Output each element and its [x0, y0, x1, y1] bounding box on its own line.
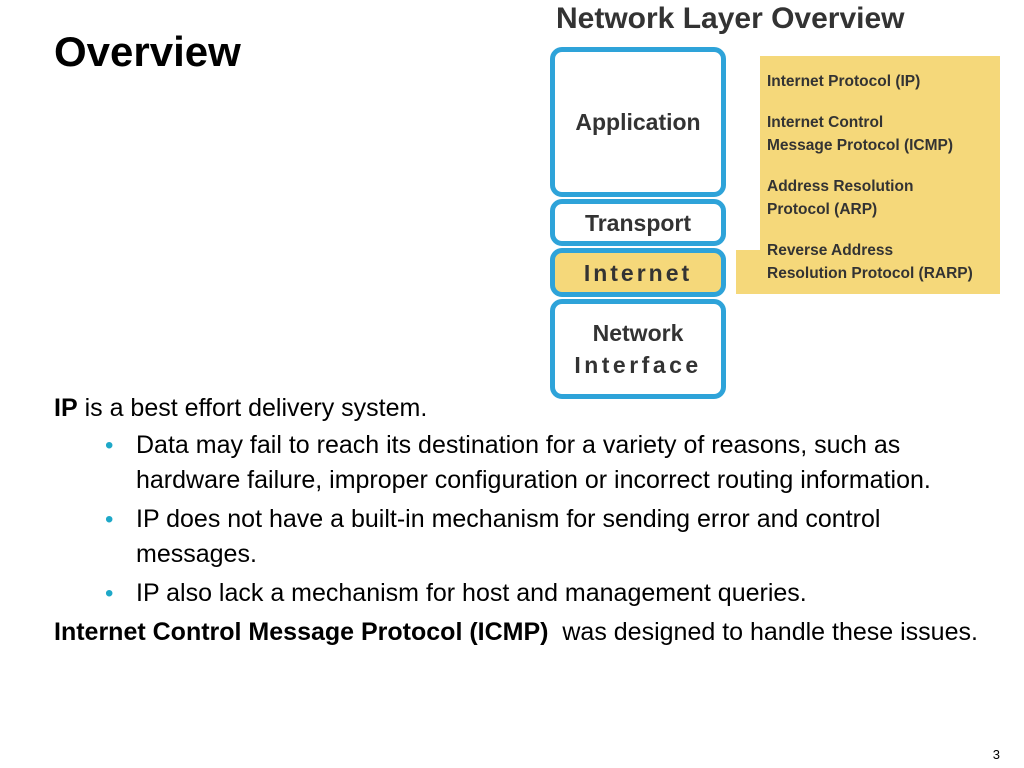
diagram-title: Network Layer Overview [556, 2, 905, 35]
protocol-item: Address Resolution Protocol (ARP) [767, 175, 999, 221]
protocol-panel-notch [736, 56, 760, 250]
bullet-text: IP does not have a built-in mechanism fo… [136, 505, 881, 568]
layer-network-interface: Network Interface [550, 299, 726, 399]
layer-label: Application [575, 109, 701, 135]
protocol-item: Reverse Address Resolution Protocol (RAR… [767, 239, 999, 285]
bullet-list: • Data may fail to reach its destination … [54, 428, 994, 611]
slide-body: IP is a best effort delivery system. • Da… [54, 391, 994, 650]
protocol-item: Internet Control Message Protocol (ICMP) [767, 111, 999, 157]
bullet-text: Data may fail to reach its destination f… [136, 431, 931, 494]
intro-paragraph: IP is a best effort delivery system. [54, 391, 994, 426]
bullet-item: • IP does not have a built-in mechanism f… [105, 502, 994, 572]
closing-text: was designed to handle these issues. [548, 618, 978, 646]
layer-internet: Internet [550, 248, 726, 297]
protocol-line: Message Protocol (ICMP) [767, 137, 954, 154]
bullet-icon: • [105, 506, 114, 533]
layer-label: Interface [574, 352, 702, 378]
bullet-icon: • [105, 580, 114, 607]
page-number: 3 [992, 747, 1000, 762]
closing-bold: Internet Control Message Protocol (ICMP) [54, 618, 549, 646]
layer-application: Application [550, 47, 726, 197]
protocol-list: Internet Protocol (IP) Internet Control … [767, 70, 999, 285]
protocol-line: Internet Protocol (IP) [767, 73, 921, 90]
protocol-line: Address Resolution [767, 178, 914, 195]
protocol-item: Internet Protocol (IP) [767, 70, 999, 93]
protocol-line: Reverse Address [767, 242, 894, 259]
intro-bold: IP [54, 394, 78, 422]
bullet-item: • IP also lack a mechanism for host and m… [105, 576, 994, 611]
layer-label: Internet [583, 259, 693, 286]
bullet-item: • Data may fail to reach its destination … [105, 428, 994, 498]
layer-label: Transport [584, 209, 692, 236]
layer-transport: Transport [550, 199, 726, 246]
slide-title: Overview [54, 28, 241, 75]
protocol-panel [736, 56, 1000, 294]
intro-text: is a best effort delivery system. [77, 394, 428, 422]
protocol-line: Resolution Protocol (RARP) [767, 265, 973, 282]
protocol-line: Internet Control [767, 114, 884, 131]
bullet-icon: • [105, 432, 114, 459]
bullet-text: IP also lack a mechanism for host and ma… [136, 579, 807, 607]
protocol-line: Protocol (ARP) [767, 201, 878, 218]
layer-label: Network [592, 320, 684, 346]
closing-paragraph: Internet Control Message Protocol (ICMP)… [54, 615, 994, 650]
